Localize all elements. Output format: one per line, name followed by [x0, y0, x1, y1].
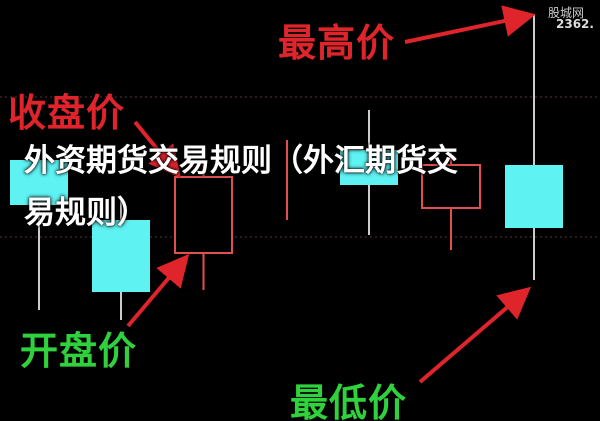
candle-body-up [92, 220, 150, 292]
watermark-site: 股城网 [548, 6, 585, 20]
label-close-price: 收盘价 [8, 91, 126, 135]
label-high-price: 最高价 [278, 21, 396, 65]
watermark-price: 2362. [556, 17, 594, 31]
article-title: 外资期货交易规则（外汇期货交易规则） [24, 143, 458, 231]
candle-body-down [174, 176, 233, 254]
candle-body-up [505, 165, 563, 228]
arrow-high [404, 5, 536, 44]
candle-body-up [10, 160, 68, 205]
label-low-price: 最低价 [290, 381, 408, 421]
arrow-close [133, 120, 182, 179]
arrow-open [126, 253, 190, 328]
candle-body-down [421, 164, 481, 209]
arrow-low [418, 286, 532, 384]
label-open-price: 开盘价 [20, 329, 138, 373]
candle-body-up [340, 150, 398, 185]
